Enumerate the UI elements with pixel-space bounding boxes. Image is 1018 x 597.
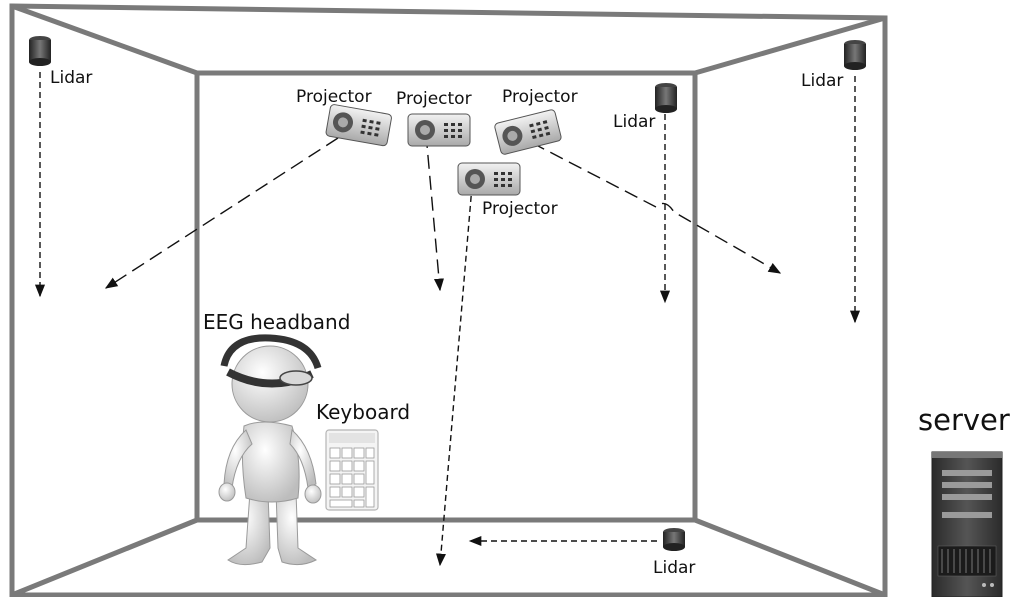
person-left-leg — [227, 491, 271, 566]
room-back-wall — [194, 70, 698, 523]
person-left-hand — [218, 482, 236, 502]
lidar-top-left-label: Lidar — [50, 68, 93, 88]
lidar-center-label: Lidar — [613, 112, 656, 132]
room-frame — [9, 3, 888, 597]
projector-4-label: Projector — [482, 199, 558, 219]
lidar-center — [655, 83, 677, 113]
lidar-icon — [844, 40, 866, 70]
arrow-projector-2 — [425, 133, 445, 292]
person-figure — [218, 345, 322, 566]
keyboard-label: Keyboard — [316, 400, 411, 424]
room-edge-bottom-right — [694, 517, 886, 597]
projector-1-label: Projector — [296, 87, 372, 107]
projector-3-label: Projector — [502, 87, 578, 107]
server-icon — [931, 451, 1003, 597]
lidar-icon — [663, 528, 685, 551]
eeg-headband-label: EEG headband — [203, 310, 351, 334]
eeg-headband-icon — [220, 334, 322, 388]
room-edge-top-right — [694, 15, 886, 76]
lidar-bottom — [663, 528, 685, 551]
projector-icon — [494, 109, 562, 155]
person-right-leg — [275, 491, 317, 566]
room-edge-top-left — [11, 3, 198, 76]
person-right-hand — [304, 484, 322, 504]
arrow-projector-4 — [435, 185, 473, 567]
beam-arrows — [34, 72, 861, 567]
lidar-icon — [655, 83, 677, 113]
projector-1 — [325, 104, 392, 147]
projector-icon — [325, 104, 392, 147]
lidar-bottom-label: Lidar — [653, 558, 696, 578]
person-torso — [241, 421, 300, 503]
projector-3 — [494, 109, 562, 155]
lidar-top-right — [844, 40, 866, 70]
lidar-top-left — [29, 36, 51, 66]
room-edge-bottom-left — [11, 517, 198, 597]
projector-2 — [407, 113, 471, 147]
projector-2-label: Projector — [396, 89, 472, 109]
arrow-projector-3 — [512, 132, 782, 274]
lidar-icon — [29, 36, 51, 66]
projector-icon — [457, 162, 521, 196]
projector-4 — [457, 162, 521, 196]
lidar-top-right-label: Lidar — [801, 71, 844, 91]
keypad-icon — [325, 429, 379, 511]
projector-icon — [407, 113, 471, 147]
arrow-projector-1 — [104, 137, 339, 289]
server-label: server — [918, 403, 1010, 437]
